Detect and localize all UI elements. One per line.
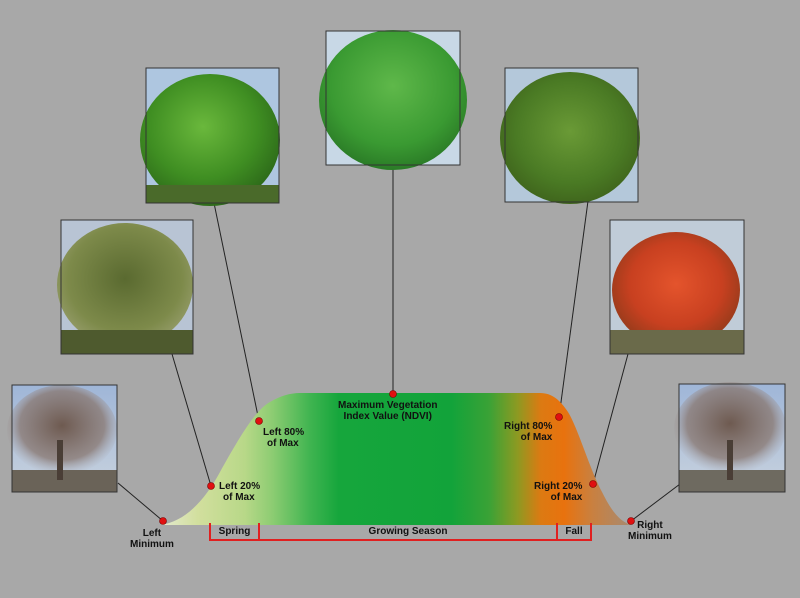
leader-right-minimum — [630, 483, 681, 522]
point-left-20 — [207, 482, 215, 490]
label-left-20: Left 20%of Max — [219, 481, 261, 503]
leader-left-80 — [213, 202, 260, 422]
season-bracket — [209, 523, 592, 541]
point-right-minimum — [627, 517, 635, 525]
label-left-80: Left 80%of Max — [263, 427, 305, 449]
tree-photo-left-minimum — [7, 384, 118, 493]
point-right-20 — [589, 480, 597, 488]
tree-photo-right-80 — [500, 67, 640, 204]
season-spring: Spring — [218, 526, 251, 537]
ndvi-curve — [160, 393, 632, 525]
tree-photo-left-80 — [140, 67, 280, 206]
leader-left-20 — [171, 353, 212, 487]
tree-photo-right-20 — [609, 219, 745, 355]
tree-photo-left-20 — [57, 219, 194, 355]
point-max — [389, 390, 397, 398]
leader-left-minimum — [117, 482, 164, 522]
leader-right-80 — [558, 200, 589, 418]
tree-photo-max — [319, 30, 467, 170]
point-left-80 — [255, 417, 263, 425]
point-right-80 — [555, 413, 563, 421]
label-right-80: Right 80%of Max — [504, 421, 553, 443]
curve-points — [159, 390, 635, 525]
point-left-minimum — [159, 517, 167, 525]
leader-lines — [117, 164, 681, 522]
leader-right-20 — [592, 353, 629, 485]
tree-photo-right-minimum — [674, 382, 786, 493]
season-growing: Growing Season — [368, 526, 448, 537]
season-fall: Fall — [565, 526, 583, 537]
label-right-20: Right 20%of Max — [534, 481, 583, 503]
